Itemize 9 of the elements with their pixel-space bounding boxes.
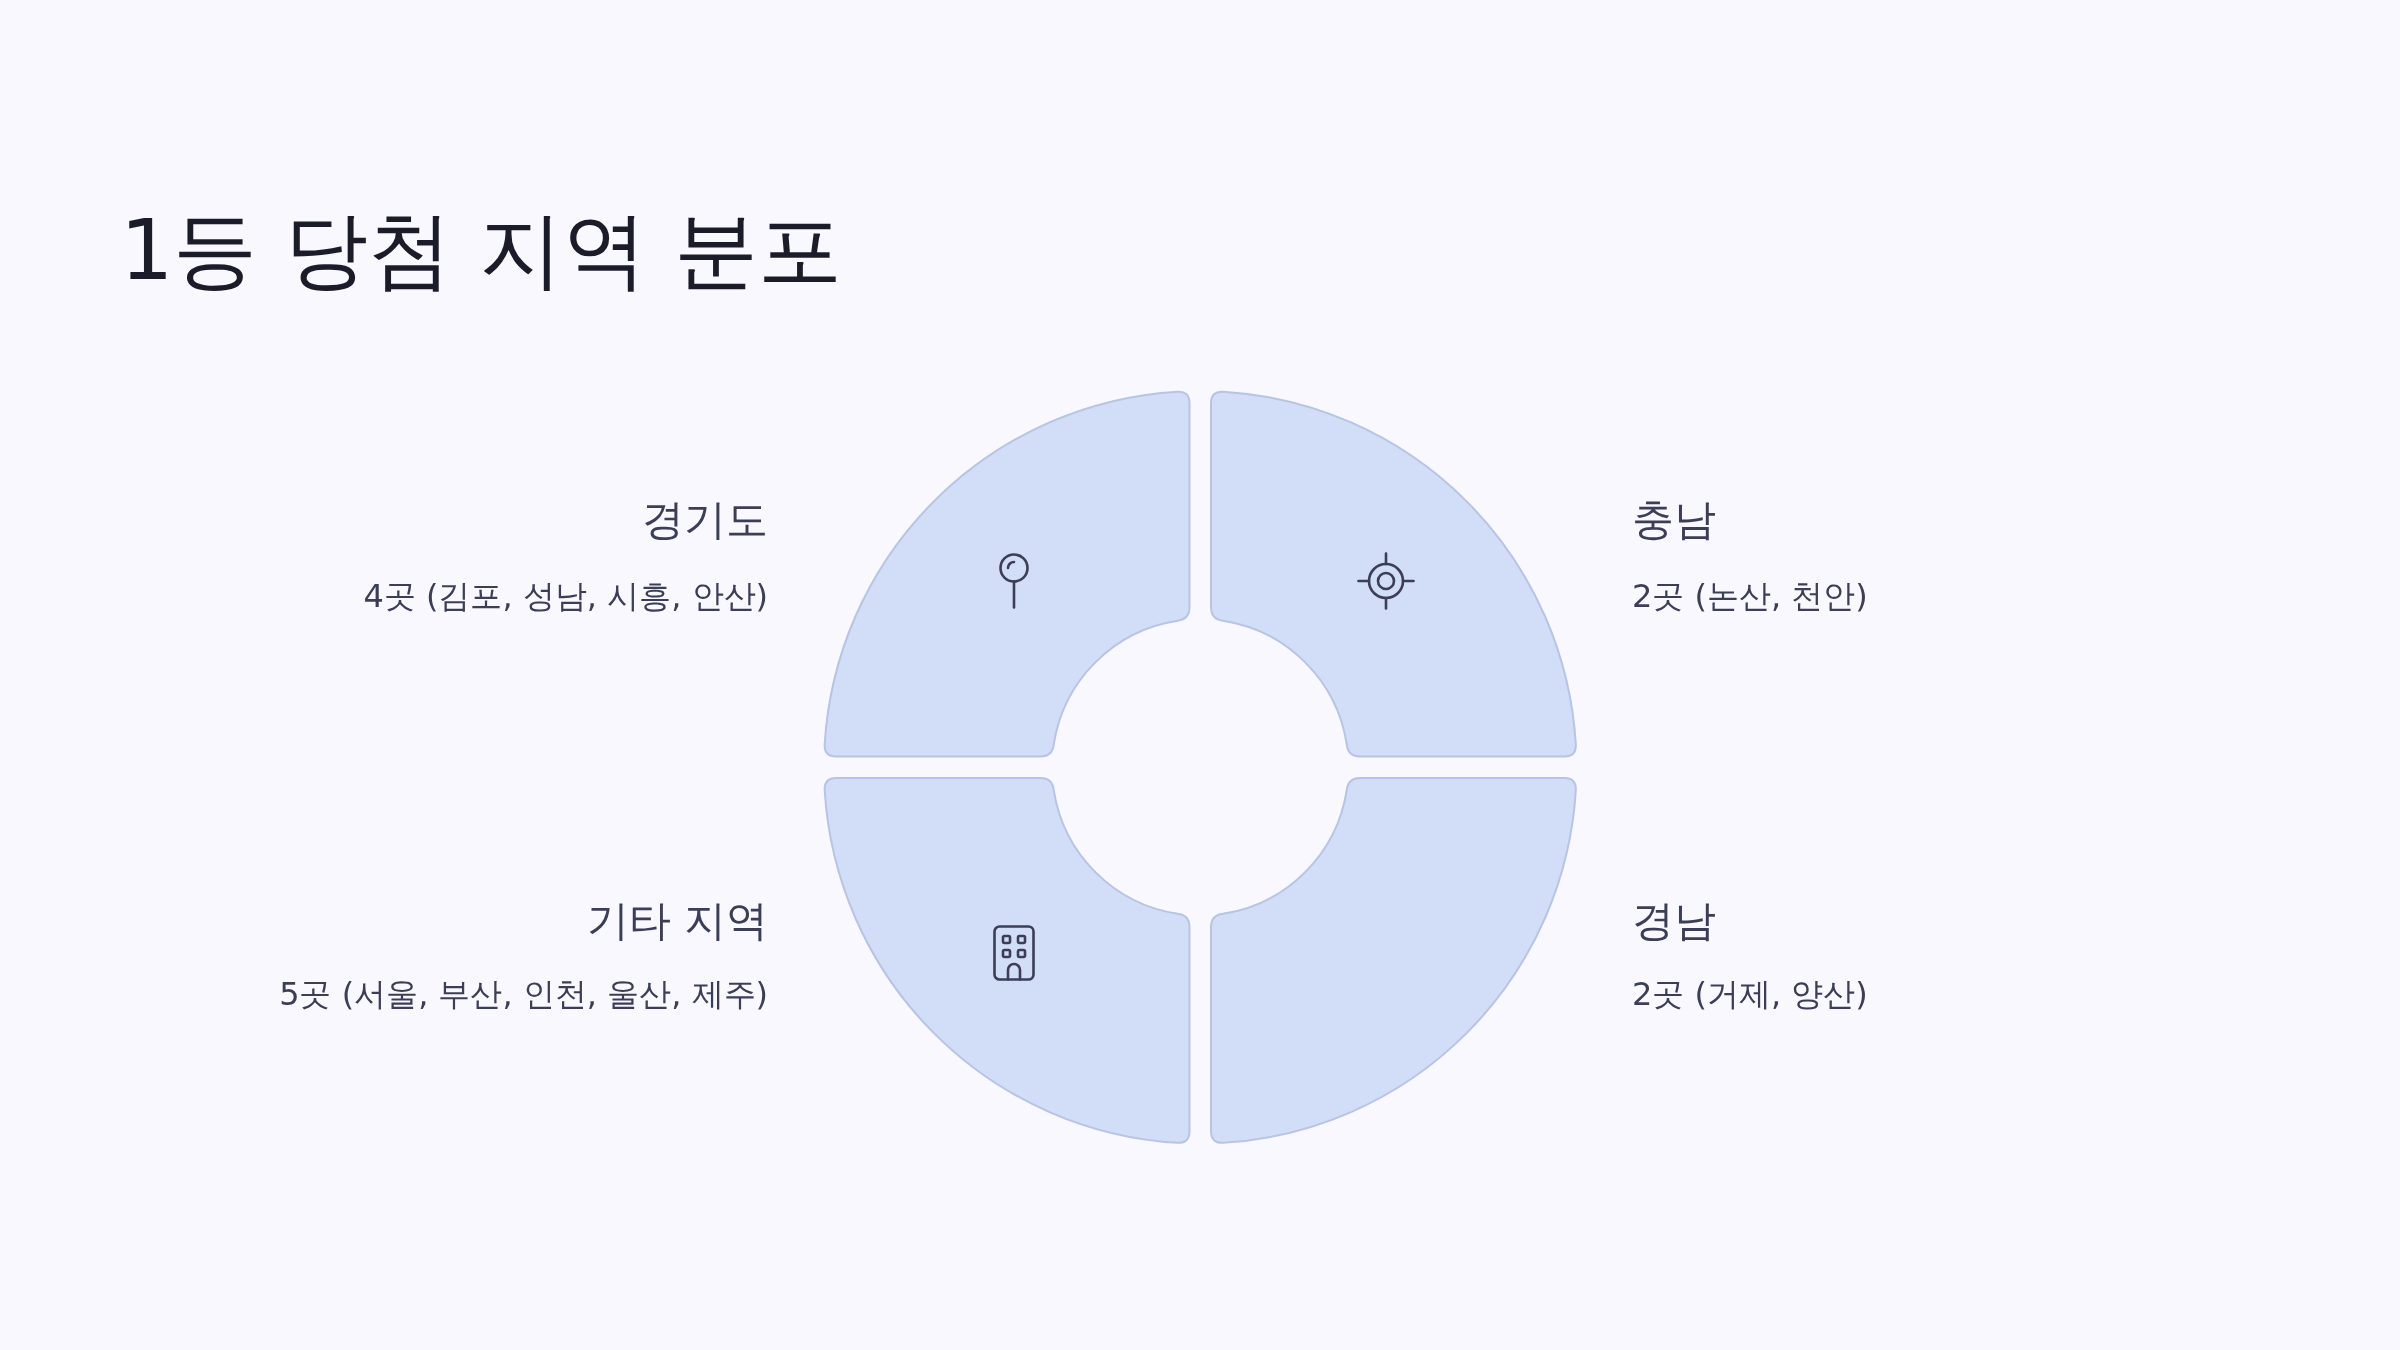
description: 2곳 (거제, 양산)	[1632, 975, 1868, 1014]
heading: 경기도	[642, 495, 768, 546]
description: 5곳 (서울, 부산, 인천, 울산, 제주)	[279, 975, 768, 1014]
description: 4곳 (김포, 성남, 시흥, 안산)	[363, 577, 768, 616]
heading: 기타 지역	[586, 896, 768, 947]
title: 1등 당첨 지역 분포	[120, 200, 842, 301]
description: 2곳 (논산, 천안)	[1632, 577, 1868, 616]
heading: 경남	[1632, 896, 1716, 947]
heading: 충남	[1632, 495, 1716, 546]
